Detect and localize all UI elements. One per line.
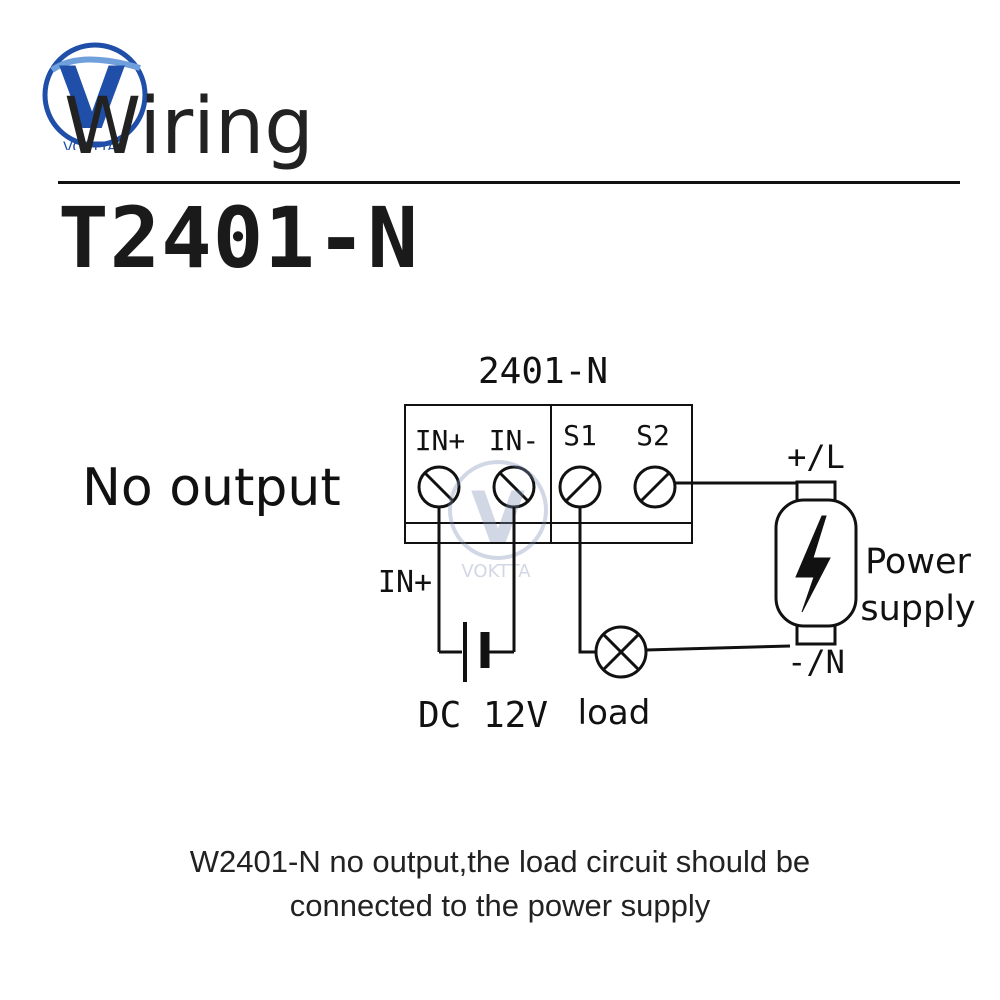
screw-terminal-s2-icon [633,465,677,509]
model-title: T2401-N [58,189,420,287]
module-label: 2401-N [478,351,608,392]
heading-divider [58,181,960,184]
terminal-label-in-plus: IN+ [415,424,466,457]
terminal-label-s1: S1 [563,419,597,452]
battery-icon [463,622,490,682]
input-wire-label: IN+ [378,565,432,600]
screw-terminal-s1-icon [558,465,602,509]
terminal-label-in-minus: IN- [489,424,540,457]
power-supply-icon [774,480,858,646]
screw-terminal-in-plus-icon [417,465,461,509]
brand-logo: V VOKTTA [42,42,148,150]
caption-line-1: W2401-N no output,the load circuit shoul… [189,844,811,879]
brand-logo-text: VOKTTA [63,140,117,150]
load-lamp-icon [594,625,648,679]
caption: W2401-N no output,the load circuit shoul… [0,840,1000,928]
watermark-logo: V VOKTTA [448,460,548,582]
page-heading: Wiring [64,82,314,172]
mode-label: No output [82,458,341,518]
load-label: load [578,693,651,733]
supply-negative-label: -/N [787,643,845,681]
supply-positive-label: +/L [787,438,845,476]
watermark-text: VOKTTA [461,561,531,582]
terminal-label-s2: S2 [636,419,670,452]
terminal-block [404,404,693,544]
screw-terminal-in-minus-icon [492,465,536,509]
supply-label-line2: supply [860,589,975,629]
svg-text:V: V [471,477,525,559]
wires [437,481,816,654]
supply-label-line1: Power [865,542,971,582]
battery-label: DC 12V [418,695,548,736]
brand-logo-letter: V [59,49,126,149]
caption-line-2: connected to the power supply [289,888,711,923]
